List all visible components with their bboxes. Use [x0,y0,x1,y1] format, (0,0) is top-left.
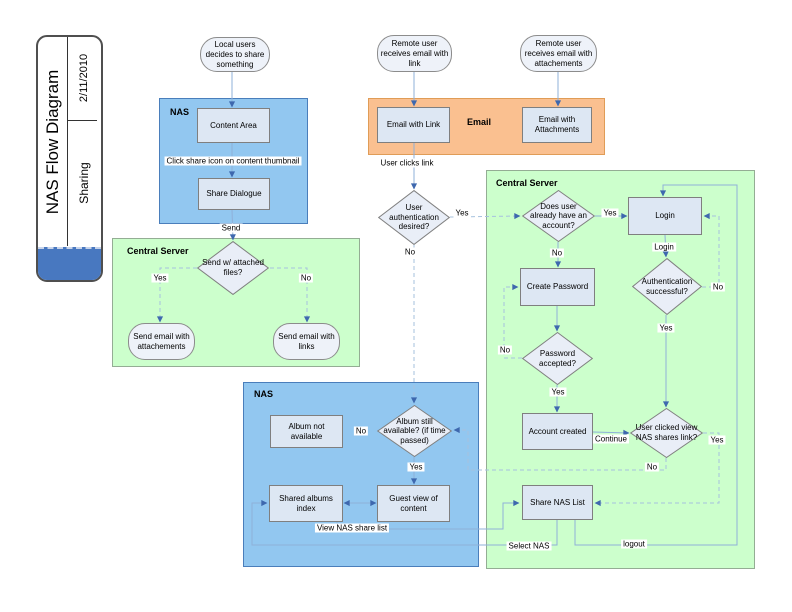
process-email-with-attachments: Email with Attachments [522,107,592,143]
decision-does-user-have-account-label: Does user already have an account? [530,201,587,230]
process-account-created: Account created [522,413,593,450]
process-login: Login [628,197,702,235]
edge-label-view-nas-share-list: View NAS share list [314,523,390,533]
decision-send-w-attached-files: Send w/ attached files? [197,241,269,295]
title-block-divider-vertical [67,37,68,246]
title-block-divider-horizontal [68,120,97,121]
process-content-area: Content Area [197,108,270,143]
decision-album-still-available: Album still available? (if time passed) [377,405,452,457]
edge-label-no-clicked: No [644,462,660,472]
edge-label-yes-send: Yes [151,273,169,283]
edge-label-send: Send [219,223,243,233]
container-nas-bottom-label: NAS [254,389,274,399]
container-email-label: Email [467,117,492,127]
process-share-nas-list: Share NAS List [522,485,593,520]
process-share-dialogue: Share Dialogue [198,178,270,210]
edge-label-yes-account: Yes [601,208,619,218]
title-block-date: 2/11/2010 [78,53,90,103]
process-create-password: Create Password [520,268,595,306]
edge-label-user-clicks-link: User clicks link [378,158,436,168]
container-nas-top-label: NAS [170,107,190,117]
edge-label-login: Login [652,242,676,252]
title-block-footer [38,247,101,280]
terminator-send-email-links: Send email with links [273,323,340,360]
terminator-remote-user-link: Remote user receives email with link [377,35,452,72]
process-shared-albums-index: Shared albums index [269,485,343,522]
decision-user-authentication-desired-label: User authentication desired? [389,203,439,232]
edge-label-no-account: No [549,248,565,258]
container-central-server-left-label: Central Server [127,246,189,256]
edge-label-no-album: No [353,426,369,436]
title-block: NAS Flow Diagram 2/11/2010 Sharing [36,35,103,282]
title-block-title: NAS Flow Diagram [43,69,62,215]
edge-label-no-auth-success: No [710,282,726,292]
terminator-send-email-attachments: Send email with attachements [128,323,195,360]
decision-user-clicked-view-nas-label: User clicked view NAS shares link? [635,423,698,442]
process-guest-view-of-content: Guest view of content [377,485,450,522]
edge-label-yes-auth: Yes [453,208,471,218]
container-central-server-right-label: Central Server [496,178,558,188]
edge-label-select-nas: Select NAS [506,541,552,551]
terminator-local-users: Local users decides to share something [200,37,270,72]
edge-label-yes-album: Yes [407,462,425,472]
edge-label-no-auth: No [402,247,418,257]
decision-album-still-available-label: Album still available? (if time passed) [383,416,446,445]
edge-label-yes-clicked: Yes [708,435,726,445]
decision-does-user-have-account: Does user already have an account? [522,190,595,242]
edge-label-click-share: Click share icon on content thumbnail [164,156,302,166]
terminator-remote-user-attachments: Remote user receives email with attachem… [520,35,597,72]
decision-user-authentication-desired: User authentication desired? [378,190,450,245]
edge-label-no-send: No [298,273,314,283]
title-block-subtitle: Sharing [77,162,91,204]
decision-send-w-attached-files-label: Send w/ attached files? [202,258,264,277]
edge-label-yes-auth-success: Yes [657,323,675,333]
decision-authentication-successful: Authentication successful? [632,258,702,315]
decision-password-accepted: Password accepted? [522,332,593,385]
decision-authentication-successful-label: Authentication successful? [641,276,693,296]
edge-label-logout: logout [621,539,647,549]
process-email-with-link: Email with Link [377,107,450,143]
decision-password-accepted-label: Password accepted? [539,348,576,368]
process-album-not-available: Album not available [270,415,343,448]
edge-label-no-password: No [497,345,513,355]
edge-label-yes-password: Yes [549,387,567,397]
decision-user-clicked-view-nas: User clicked view NAS shares link? [630,408,703,458]
edge-label-continue: Continue [592,434,630,444]
